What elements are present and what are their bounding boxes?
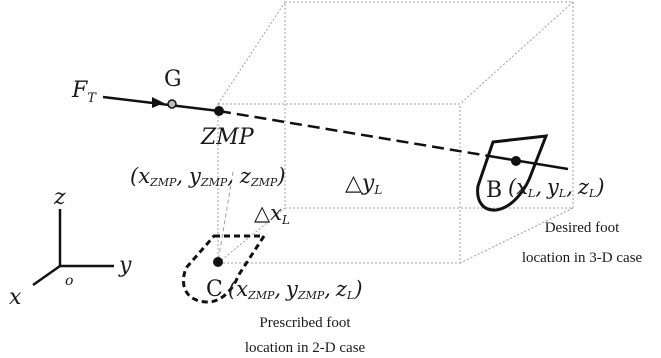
delta-x-label: △xL [254,201,290,227]
zmp-to-c-dashed-line [217,171,234,263]
zmp-label: ZMP [200,125,255,150]
zmp-coordinates: (xZMP,yZMP,zZMP) [130,164,286,189]
b-coordinates: (xL,yL,zL) [508,175,605,200]
desired-foot-caption-line1: Desired foot [545,220,620,236]
delta-y-label: △yL [345,171,382,197]
zmp-point [214,106,224,116]
zmp-to-b-dashed-line [218,109,496,159]
x-axis [32,264,61,287]
b-point [511,156,521,166]
g-label: G [164,67,182,92]
prescribed-foot-caption-line1: Prescribed foot [259,315,351,331]
g-marker [167,99,177,109]
c-coordinates: (xZMP,yZMP,zL) [228,277,363,302]
force-label: FT [71,78,97,106]
coordinate-axes [32,209,114,287]
b-extension-line [494,155,569,171]
desired-foot-caption-line2: location in 3-D case [522,250,643,266]
c-point [213,257,223,267]
origin-label: o [65,273,73,289]
y-axis-label: y [118,253,132,278]
wireframe-box [217,1,574,264]
prescribed-foot-outline [182,234,267,304]
b-label: B [486,178,502,203]
force-arrowhead [152,97,164,108]
c-label: C [206,277,223,302]
prescribed-foot-caption-line2: location in 2-D case [245,340,366,356]
x-axis-label: x [9,285,22,310]
z-axis-label: z [53,185,66,210]
desired-foot-outline [476,134,549,212]
